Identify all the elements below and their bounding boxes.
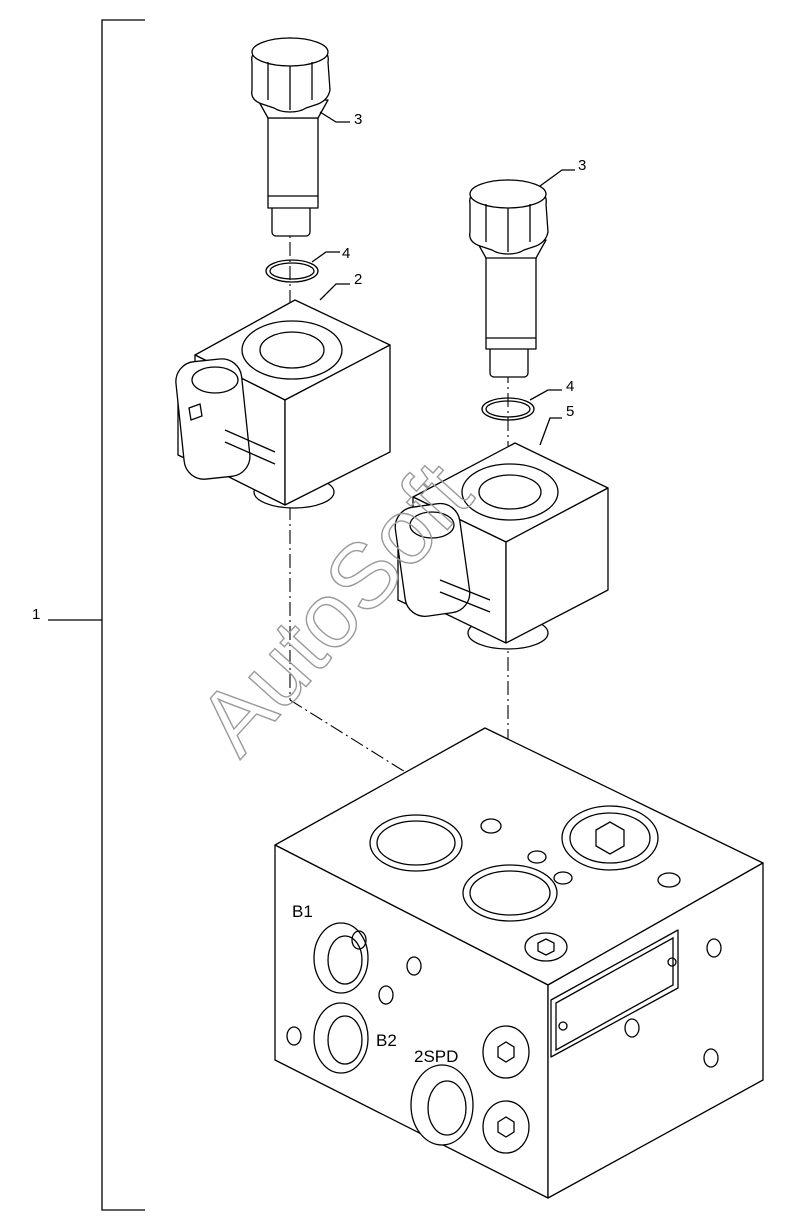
- marking-2spd: 2SPD: [414, 1047, 458, 1066]
- assembly-bracket: 1: [32, 19, 145, 1211]
- callout-5: 5: [566, 403, 574, 420]
- solenoid-coil-lower: [394, 442, 609, 650]
- o-ring-left: [265, 259, 319, 283]
- callout-1: 1: [32, 606, 40, 623]
- callout-leaders: [311, 111, 575, 446]
- callout-3-right: 3: [578, 157, 586, 174]
- o-ring-right: [481, 397, 535, 421]
- callout-4-left: 4: [342, 245, 350, 262]
- solenoid-coil-upper: [175, 299, 391, 509]
- manifold-block: B1 B2 2SPD: [274, 727, 764, 1199]
- marking-b1: B1: [292, 902, 313, 921]
- solenoid-cartridge-right: [469, 179, 549, 378]
- callout-4-right: 4: [566, 378, 574, 395]
- callout-3-left: 3: [354, 111, 362, 128]
- marking-b2: B2: [376, 1031, 397, 1050]
- callout-2: 2: [354, 271, 362, 288]
- solenoid-cartridge-left: [251, 37, 331, 237]
